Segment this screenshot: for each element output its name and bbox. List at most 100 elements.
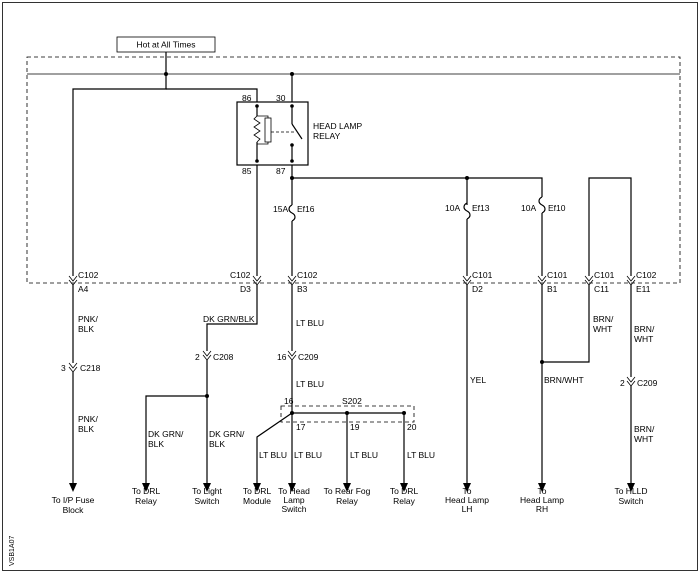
dest-head-lamp-sw-3: Switch <box>281 504 306 514</box>
c209-pin: 16 <box>277 352 287 362</box>
conn-c102-a4: C102 <box>78 270 99 280</box>
wire-brn-wht-2a: BRN/ <box>593 314 614 324</box>
arrow-rear-fog-relay <box>343 483 351 492</box>
splice-pin-16: 16 <box>284 396 294 406</box>
dest-drl-relay-2: Relay <box>135 496 157 506</box>
wire-bus-to-a4 <box>72 74 167 276</box>
dest-hl-lh-1: To <box>463 486 472 496</box>
conn-c102-d3: C102 <box>230 270 251 280</box>
fuse-ef13 <box>463 202 471 276</box>
wire-dk-grn-blk-l-b: BLK <box>148 439 164 449</box>
relay-pin-85: 85 <box>242 166 252 176</box>
arrow-head-lamp-lh <box>463 483 471 492</box>
wire-dk-grn-blk-r-b: BLK <box>209 439 225 449</box>
arrow-head-lamp-switch <box>288 483 296 492</box>
fuse-ef16 <box>288 204 296 276</box>
arrow-hlld-switch <box>627 483 635 492</box>
dest-drl-relay2-2: Relay <box>393 496 415 506</box>
wire-brn-wht-3a: BRN/ <box>634 324 655 334</box>
relay-coil <box>253 104 272 163</box>
pin-a4: A4 <box>78 284 89 294</box>
dest-hl-lh-2: Head Lamp <box>445 495 489 505</box>
wire-pnk-blk-1a: PNK/ <box>78 314 98 324</box>
head-lamp-relay <box>236 101 309 166</box>
relay-label-1: HEAD LAMP <box>313 121 362 131</box>
relay-pin-87: 87 <box>276 166 286 176</box>
dest-drl-module-1: To DRL <box>243 486 272 496</box>
wire-brn-wht-4a: BRN/ <box>634 424 655 434</box>
wire-brn-wht-4b: WHT <box>634 434 653 444</box>
pin-b3: B3 <box>297 284 308 294</box>
wire-brn-wht-2b: WHT <box>593 324 612 334</box>
wire-dk-grn-blk-r-a: DK GRN/ <box>209 429 245 439</box>
relay-pin-86: 86 <box>242 93 252 103</box>
wire-pnk-blk-1b: BLK <box>78 324 94 334</box>
wire-pnk-blk-2a: PNK/ <box>78 414 98 424</box>
dest-ip-fuse-2: Block <box>63 505 85 515</box>
wire-c11-e11-loop <box>588 177 632 276</box>
arrow-drl-relay-2 <box>400 483 408 492</box>
fuse-ef13-amp: 10A <box>445 203 460 213</box>
c218-label: C218 <box>80 363 101 373</box>
splice-s202 <box>280 405 415 423</box>
wire-dk-grn-blk-top: DK GRN/BLK <box>203 314 255 324</box>
wire-lt-blu-3: LT BLU <box>259 450 287 460</box>
wire-lt-blu-1: LT BLU <box>296 318 324 328</box>
wire-lt-blu-5: LT BLU <box>350 450 378 460</box>
dest-head-lamp-sw-2: Lamp <box>283 495 305 505</box>
splice-name: S202 <box>342 396 362 406</box>
conn-c101-b1: C101 <box>547 270 568 280</box>
conn-c102-b3: C102 <box>297 270 318 280</box>
relay-label-2: RELAY <box>313 131 341 141</box>
wire-lt-blu-6: LT BLU <box>407 450 435 460</box>
fuse-ef13-name: Ef13 <box>472 203 490 213</box>
figure-id: VSB1A07 <box>9 536 16 566</box>
dest-drl-relay-1: To DRL <box>132 486 161 496</box>
pin-c11: C11 <box>594 284 609 294</box>
dest-hl-lh-3: LH <box>462 504 473 514</box>
pin-e11: E11 <box>636 284 651 294</box>
conn-c102-e11: C102 <box>636 270 657 280</box>
pin-d3: D3 <box>240 284 251 294</box>
pin-d2: D2 <box>472 284 483 294</box>
fuse-ef16-name: Ef16 <box>297 204 315 214</box>
conn-c101-d2: C101 <box>472 270 493 280</box>
c209b-label: C209 <box>637 378 658 388</box>
fuse-ef16-amp: 15A <box>273 204 288 214</box>
dest-rear-fog-2: Relay <box>336 496 358 506</box>
relay-pin-30: 30 <box>276 93 286 103</box>
wire-yel-label: YEL <box>470 375 486 385</box>
dest-ip-fuse-1: To I/P Fuse <box>52 495 95 505</box>
splice-pin-19: 19 <box>350 422 360 432</box>
splice-pin-17: 17 <box>296 422 306 432</box>
c209b-pin: 2 <box>620 378 625 388</box>
arrow-drl-relay <box>142 483 150 492</box>
fuse-block-outline <box>26 56 681 284</box>
relay-switch <box>271 104 303 163</box>
fuse-ef10-name: Ef10 <box>548 203 566 213</box>
arrow-head-lamp-rh <box>538 483 546 492</box>
wire-lt-blu-4: LT BLU <box>294 450 322 460</box>
c218-pin: 3 <box>61 363 66 373</box>
dest-drl-relay2-1: To DRL <box>390 486 419 496</box>
connector-chevrons <box>68 275 636 286</box>
wire-pnk-blk-2b: BLK <box>78 424 94 434</box>
splice-pin-20: 20 <box>407 422 417 432</box>
wire-brn-wht-1: BRN/WHT <box>544 375 584 385</box>
dest-hlld-1: To HLLD <box>614 486 647 496</box>
hot-label: Hot at All Times <box>136 40 195 50</box>
dest-hlld-2: Switch <box>618 496 643 506</box>
fuse-ef10-amp: 10A <box>521 203 536 213</box>
wire-dk-grn-blk-l-a: DK GRN/ <box>148 429 184 439</box>
c208-label: C208 <box>213 352 234 362</box>
wire-dk-grn-blk <box>206 285 258 351</box>
dest-drl-module-2: Module <box>243 496 271 506</box>
arrow-ip-fuse <box>69 483 77 492</box>
wire-to-drl-module <box>256 412 293 485</box>
dest-hl-rh-2: Head Lamp <box>520 495 564 505</box>
pin-b1: B1 <box>547 284 558 294</box>
wire-brn-wht-3b: WHT <box>634 334 653 344</box>
dest-head-lamp-sw-1: To Head <box>278 486 310 496</box>
